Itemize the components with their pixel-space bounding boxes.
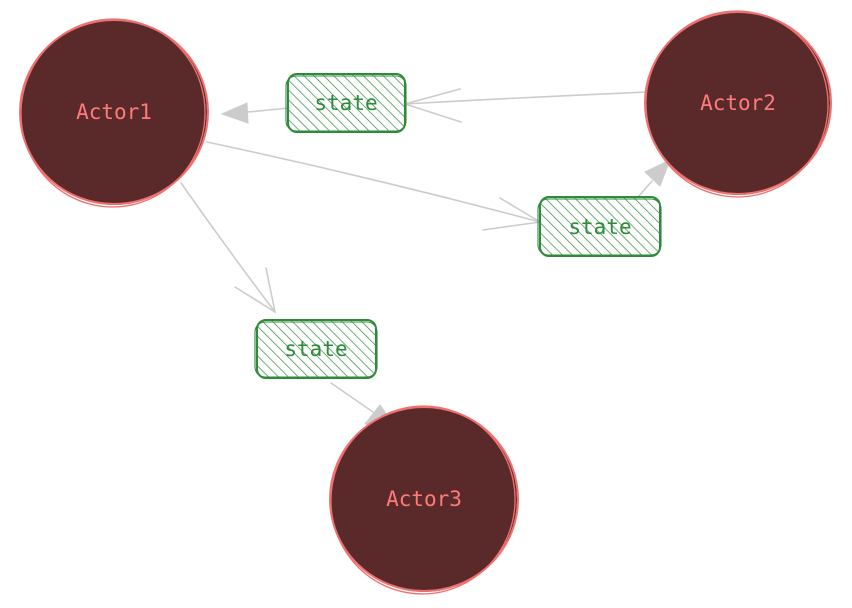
- edge-actor1-to-actor3: [180, 182, 398, 429]
- actor2-label: Actor2: [700, 91, 776, 115]
- edge-actor2-to-actor1: [220, 88, 649, 124]
- state-label-actor1-to-actor3: state: [284, 337, 347, 361]
- state-label-actor1-to-actor2: state: [568, 215, 631, 239]
- actor1-circle: [21, 19, 207, 205]
- state-box-actor2-to-actor1[interactable]: state: [285, 73, 407, 133]
- actor2-circle: [646, 11, 830, 195]
- actor3-label: Actor3: [386, 487, 462, 511]
- actor1-label: Actor1: [76, 100, 152, 124]
- actor1-node[interactable]: Actor1: [12, 10, 215, 216]
- state-box-actor1-to-actor3[interactable]: state: [254, 319, 378, 379]
- state-label-actor2-to-actor1: state: [314, 91, 377, 115]
- state-box-actor1-to-actor2[interactable]: state: [537, 196, 662, 257]
- actor3-node[interactable]: Actor3: [316, 391, 530, 608]
- actor2-node[interactable]: Actor2: [634, 0, 840, 209]
- actor3-circle: [331, 406, 517, 592]
